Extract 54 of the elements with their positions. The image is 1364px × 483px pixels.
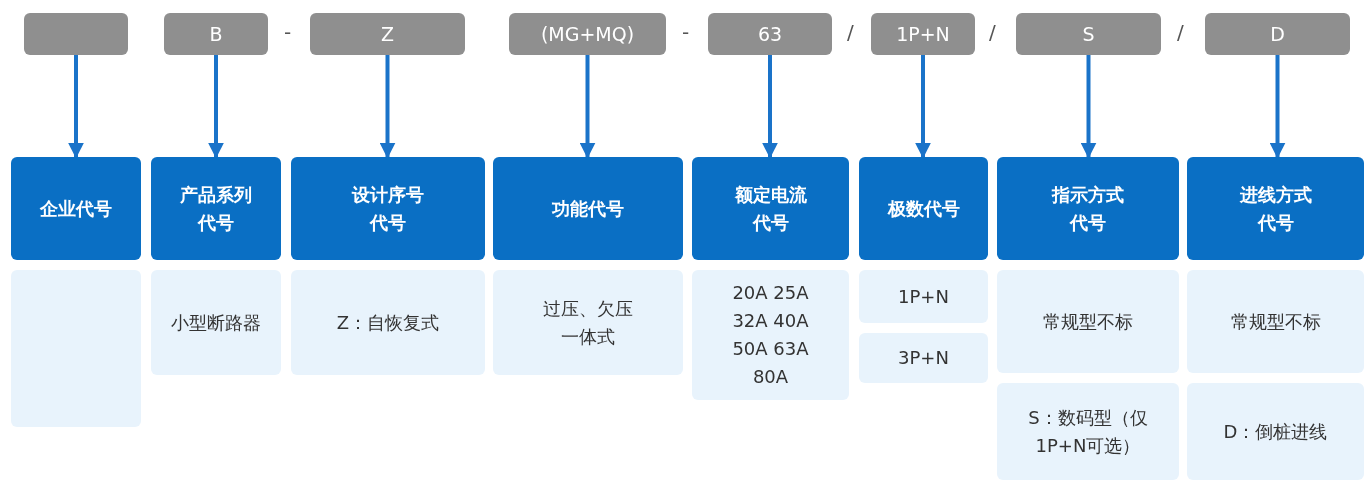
- description-text: 小型断路器: [171, 310, 261, 335]
- description-text: 1P+N: [898, 284, 949, 309]
- category-header-box: [493, 157, 683, 260]
- code-segment-box: [1016, 13, 1161, 55]
- code-segment-box: [871, 13, 975, 55]
- code-segment-box: [310, 13, 465, 55]
- code-segment-box: [24, 13, 128, 55]
- arrow: [379, 55, 396, 159]
- category-header-box: [11, 157, 141, 260]
- arrow: [579, 55, 596, 159]
- separator-symbol: /: [1177, 20, 1184, 44]
- arrow: [1080, 55, 1097, 159]
- description-text: Z：自恢复式: [336, 310, 440, 335]
- arrow: [1269, 55, 1286, 159]
- arrow: [208, 55, 224, 159]
- code-segment-box: [164, 13, 268, 55]
- arrow: [762, 55, 778, 159]
- category-header: 企业代号: [40, 196, 112, 221]
- category-header: 产品系列代号: [179, 182, 253, 235]
- category-header-box: [151, 157, 281, 260]
- category-header-box: [859, 157, 988, 260]
- arrow: [915, 55, 931, 159]
- description-text: S：数码型（仅1P+N可选）: [1027, 405, 1149, 458]
- code-segment-text: (MG+MQ): [540, 22, 635, 47]
- description-text: 常规型不标: [1230, 309, 1321, 334]
- separator-symbol: -: [682, 20, 690, 44]
- code-segment-text: 1P+N: [896, 22, 950, 47]
- description-text: 常规型不标: [1043, 309, 1133, 334]
- code-segment-text: 63: [757, 22, 783, 47]
- separator-symbol: -: [284, 20, 292, 44]
- code-segment-box: [509, 13, 666, 55]
- separator-symbol: /: [989, 20, 996, 44]
- category-header-box: [692, 157, 849, 260]
- code-segment-box: [708, 13, 832, 55]
- code-segment-text: Z: [381, 22, 394, 47]
- description-text: D：倒桩进线: [1223, 419, 1328, 444]
- description-text: 3P+N: [898, 346, 949, 370]
- code-segment-box: [1205, 13, 1350, 55]
- category-header-box: [1187, 157, 1364, 260]
- category-header: 设计序号代号: [350, 182, 425, 235]
- separator-symbol: /: [847, 20, 854, 44]
- description-text: 20A 25A 32A 40A 50A 63A 80A: [731, 281, 810, 389]
- code-segment-text: S: [1082, 22, 1095, 47]
- category-header-box: [997, 157, 1179, 260]
- category-header: 极数代号: [887, 196, 960, 221]
- category-header: 进线方式代号: [1238, 182, 1313, 235]
- category-header-box: [291, 157, 485, 260]
- code-segment-text: D: [1270, 22, 1285, 47]
- arrow: [68, 55, 84, 159]
- code-segment-text: B: [209, 22, 223, 47]
- description-text: 过压、欠压一体式: [542, 296, 634, 349]
- category-header: 指示方式代号: [1050, 182, 1125, 235]
- category-header: 额定电流代号: [733, 182, 808, 235]
- category-header: 功能代号: [552, 196, 624, 221]
